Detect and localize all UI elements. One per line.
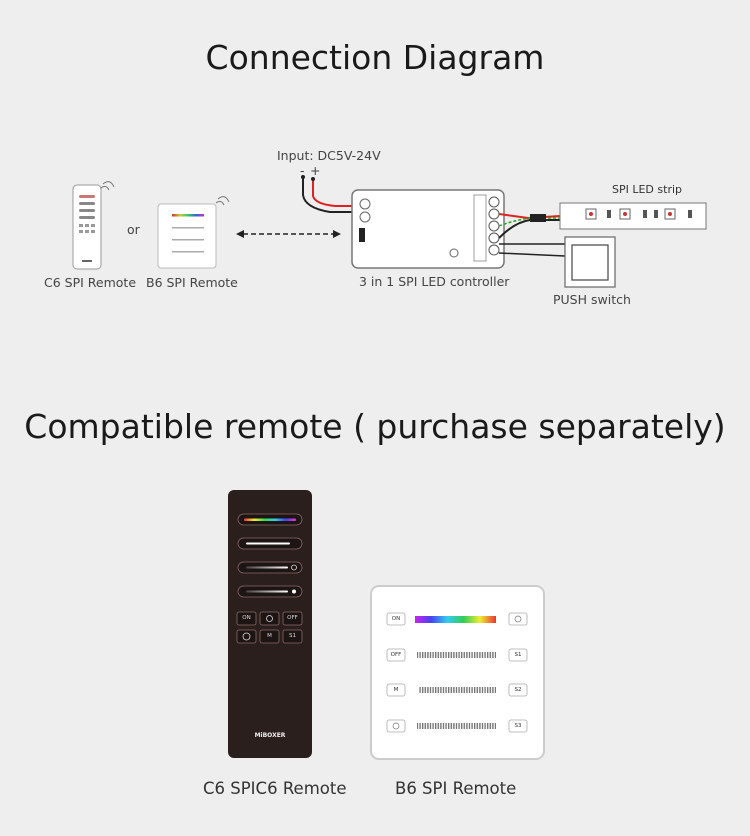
b6-spi-remote-label: B6 SPI Remote (146, 275, 238, 290)
c6-on-button[interactable]: ON (242, 615, 251, 621)
input-wires (301, 175, 352, 213)
b6-s2-button[interactable]: S2 (514, 687, 522, 693)
b6-mode-button[interactable]: M (393, 687, 399, 693)
minus-label: - (300, 163, 305, 178)
c6-mode-button[interactable]: M (267, 633, 272, 639)
c6-s1-button[interactable]: S1 (289, 633, 296, 639)
plus-label: + (310, 163, 321, 178)
led-strip-label: SPI LED strip (612, 183, 683, 196)
b6-on-button[interactable]: ON (391, 616, 401, 622)
b6-s3-button[interactable]: S3 (514, 723, 522, 729)
c6-spi-remote-label: C6 SPI Remote (44, 275, 137, 290)
input-voltage-label: Input: DC5V-24V (277, 148, 381, 163)
wireless-arrow (236, 230, 341, 238)
or-label: or (127, 222, 140, 237)
controller-label: 3 in 1 SPI LED controller (359, 274, 510, 289)
c6-remote (228, 490, 312, 758)
led-strip (559, 202, 707, 230)
b6-s1-button[interactable]: S1 (514, 652, 522, 658)
connection-diagram-title: Connection Diagram (205, 38, 545, 77)
spi-led-controller (351, 189, 505, 269)
c6-remote-small (72, 181, 115, 270)
c6-remote-caption: C6 SPIC6 Remote (203, 779, 347, 798)
push-switch (564, 236, 616, 288)
b6-off-button[interactable]: OFF (390, 652, 402, 658)
compatible-remote-title: Compatible remote ( purchase separately) (24, 407, 726, 446)
b6-remote-small (157, 196, 230, 269)
push-switch-label: PUSH switch (553, 292, 631, 307)
b6-remote (370, 585, 545, 760)
connection-diagram (72, 175, 707, 288)
output-wires (498, 213, 566, 257)
b6-remote-caption: B6 SPI Remote (395, 779, 517, 798)
c6-off-button[interactable]: OFF (287, 615, 298, 621)
c6-brand-logo: MiBOXER (254, 732, 286, 739)
